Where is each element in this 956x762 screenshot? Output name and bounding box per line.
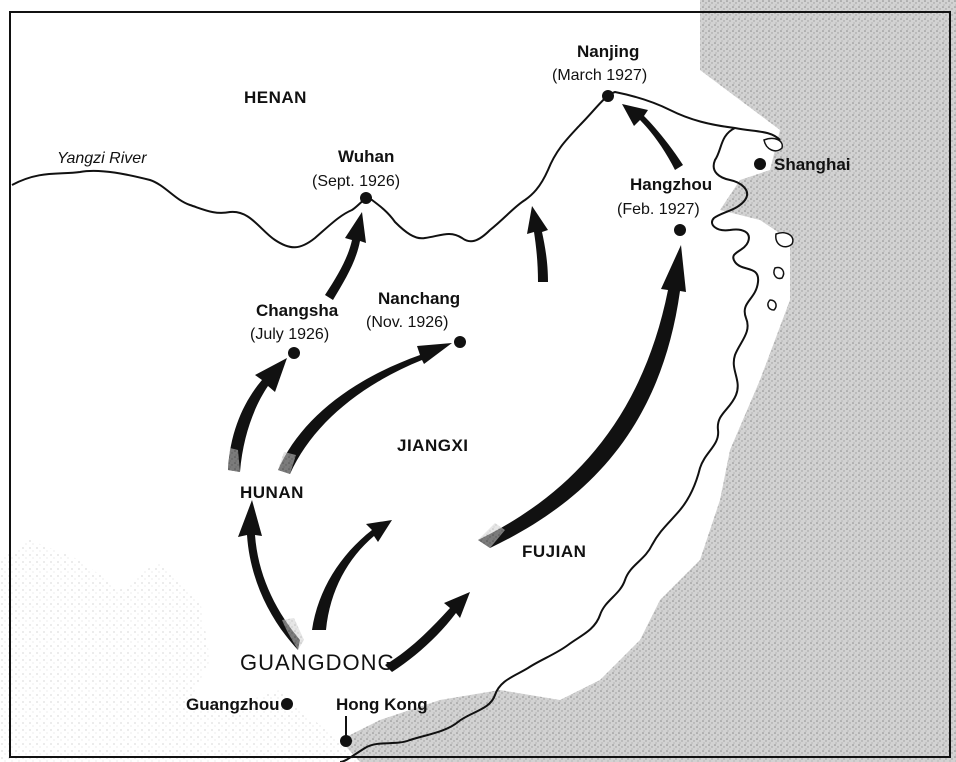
yangzi-river-line (11, 90, 781, 249)
city-dot-nanchang (454, 336, 466, 348)
city-label-wuhan: Wuhan (338, 147, 394, 166)
city-label-hangzhou: Hangzhou (630, 175, 712, 194)
city-date-wuhan: (Sept. 1926) (312, 173, 400, 190)
sea-area (560, 0, 956, 762)
arrow-guangdong-hunan (238, 500, 300, 650)
city-dot-shanghai (754, 158, 766, 170)
city-dot-hangzhou (674, 224, 686, 236)
city-label-hongkong: Hong Kong (336, 695, 428, 714)
region-label-guangdong: GUANGDONG (240, 650, 396, 675)
city-date-nanchang: (Nov. 1926) (366, 314, 448, 331)
river-label-yangzi: Yangzi River (57, 150, 147, 167)
coastline (339, 127, 760, 762)
arrow-tails (228, 448, 505, 650)
region-label-hunan: HUNAN (240, 483, 304, 502)
arrow-changsha-wuhan (325, 212, 366, 300)
city-label-changsha: Changsha (256, 301, 339, 320)
arrow-hunan-nanchang (278, 343, 452, 474)
region-label-henan: HENAN (244, 88, 307, 107)
city-dot-guangzhou (281, 698, 293, 710)
city-label-shanghai: Shanghai (774, 155, 851, 174)
city-dot-changsha (288, 347, 300, 359)
city-date-nanjing: (March 1927) (552, 67, 647, 84)
outside-area (0, 540, 360, 762)
city-label-guangzhou: Guangzhou (186, 695, 279, 714)
campaign-arrows (228, 104, 686, 672)
region-label-jiangxi: JIANGXI (397, 436, 469, 455)
south-sea (340, 690, 560, 762)
city-date-hangzhou: (Feb. 1927) (617, 201, 700, 218)
city-date-changsha: (July 1926) (250, 326, 329, 343)
city-dot-nanjing (602, 90, 614, 102)
island (775, 232, 794, 248)
region-label-fujian: FUJIAN (522, 542, 586, 561)
arrow-fujian-hangzhou (478, 245, 686, 548)
city-label-nanchang: Nanchang (378, 289, 460, 308)
map-frame (9, 11, 951, 758)
island (773, 266, 785, 280)
arrow-hunan-changsha (228, 358, 287, 472)
arrow-hangzhou-nanjing (622, 104, 683, 170)
arrow-guangdong-jiangxi (312, 520, 392, 630)
island (767, 299, 777, 311)
arrow-jiangxi-yangzi (527, 206, 548, 282)
city-label-nanjing: Nanjing (577, 42, 639, 61)
island (763, 137, 783, 152)
city-dot-wuhan (360, 192, 372, 204)
arrow-guangdong-fujian (385, 592, 470, 672)
